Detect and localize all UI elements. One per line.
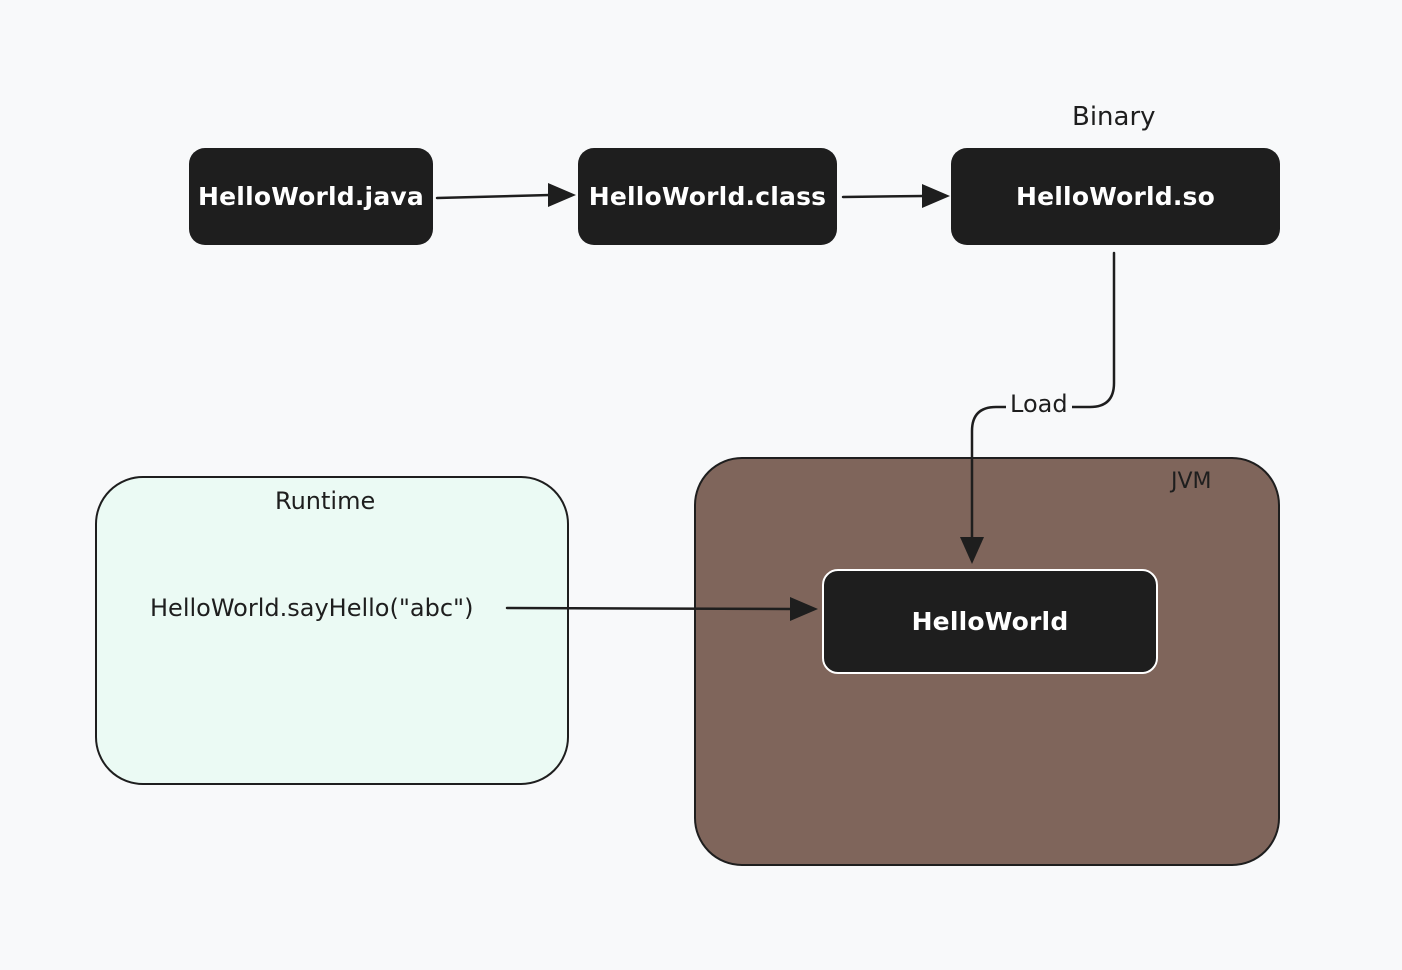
jvm-helloworld-node[interactable]: HelloWorld — [822, 569, 1158, 674]
binary-label: Binary — [1072, 102, 1156, 132]
runtime-container[interactable] — [95, 476, 569, 785]
class-file-node[interactable]: HelloWorld.class — [578, 148, 837, 245]
call-expression-text: HelloWorld.sayHello("abc") — [150, 594, 474, 622]
runtime-label: Runtime — [275, 487, 376, 515]
arrow-class-to-so[interactable] — [841, 184, 950, 208]
java-file-node[interactable]: HelloWorld.java — [189, 148, 433, 245]
so-file-node[interactable]: HelloWorld.so — [951, 148, 1280, 245]
load-label: Load — [1006, 390, 1072, 418]
jvm-label: JVM — [1171, 469, 1212, 494]
arrow-java-to-class[interactable] — [435, 183, 576, 207]
